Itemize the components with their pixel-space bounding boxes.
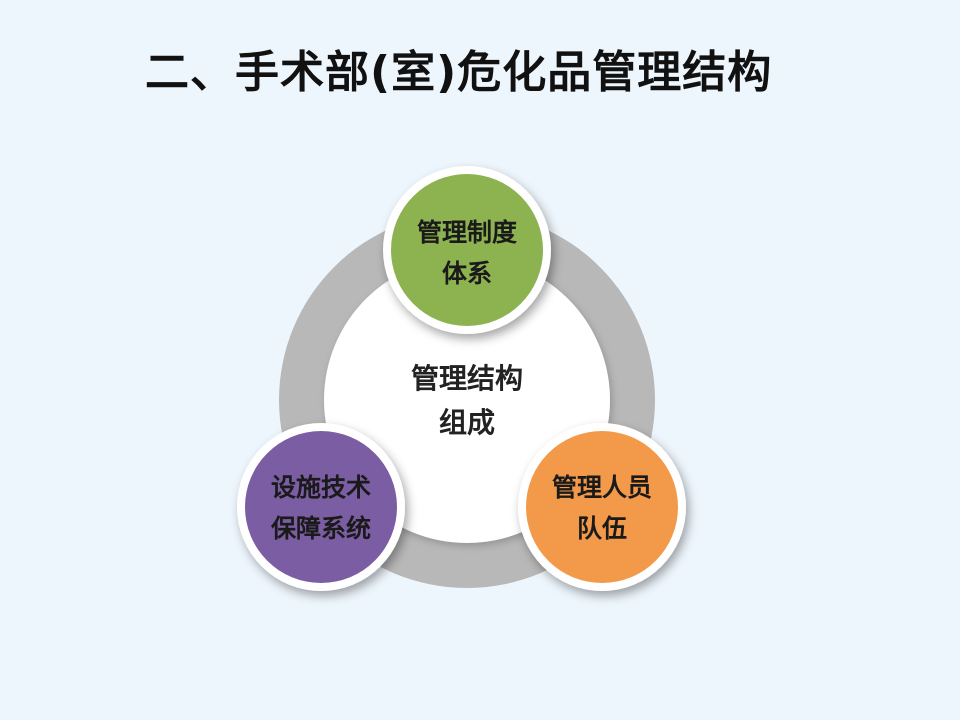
node-facility-support-fill <box>245 431 397 583</box>
node-management-staff[interactable]: 管理人员 队伍 <box>518 423 686 591</box>
slide-title: 二、手术部(室)危化品管理结构 <box>145 47 773 98</box>
node-facility-support-label-line1: 设施技术 <box>271 473 371 502</box>
node-facility-support-label-line2: 保障系统 <box>270 514 371 543</box>
center-label-line2: 组成 <box>439 406 495 439</box>
node-facility-support[interactable]: 设施技术 保障系统 <box>237 423 405 591</box>
node-management-system-label-line1: 管理制度 <box>417 218 517 247</box>
node-management-staff-label-line2: 队伍 <box>577 514 627 543</box>
node-management-system[interactable]: 管理制度 体系 <box>383 166 551 334</box>
center-label-line1: 管理结构 <box>411 362 523 395</box>
node-management-staff-fill <box>526 431 678 583</box>
node-management-staff-label-line1: 管理人员 <box>552 473 652 502</box>
node-management-system-label-line2: 体系 <box>442 259 492 288</box>
node-management-system-fill <box>391 174 543 326</box>
